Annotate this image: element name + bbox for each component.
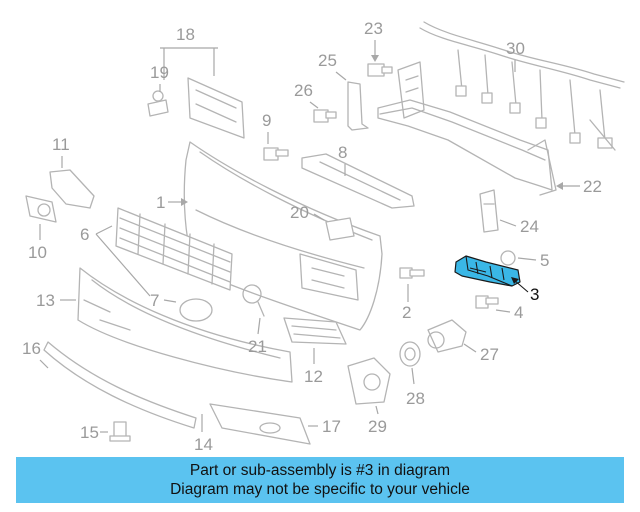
svg-text:9: 9 <box>262 111 271 130</box>
svg-text:27: 27 <box>480 345 499 364</box>
part-4-bolt <box>475 295 499 309</box>
svg-text:11: 11 <box>52 135 70 154</box>
part-9-bolt <box>263 147 289 161</box>
svg-text:12: 12 <box>304 367 323 386</box>
svg-text:25: 25 <box>318 51 337 70</box>
part-22-reinforcement-bar <box>377 61 557 196</box>
callout-8: 8 <box>338 143 347 176</box>
svg-text:22: 22 <box>583 177 602 196</box>
callout-9: 9 <box>262 111 271 144</box>
part-29-sensor-bracket <box>347 357 391 405</box>
callout-6: 6 <box>80 225 151 297</box>
callout-4: 4 <box>495 303 523 322</box>
callout-23: 23 <box>364 19 383 62</box>
svg-text:10: 10 <box>28 243 47 262</box>
callout-26: 26 <box>294 81 319 109</box>
part-5-clip <box>500 250 516 266</box>
svg-text:29: 29 <box>368 417 387 436</box>
part-10-fog-clip <box>25 195 57 223</box>
part-24-bracket <box>479 189 499 233</box>
part-18-license-bracket <box>187 77 245 139</box>
part-12-fog-grille <box>283 317 347 345</box>
part-20-tow-cap <box>325 217 355 241</box>
svg-text:14: 14 <box>194 435 213 454</box>
callout-2: 2 <box>402 284 411 322</box>
callout-22: 22 <box>556 177 602 196</box>
info-banner: Part or sub-assembly is #3 in diagram Di… <box>16 457 624 503</box>
callout-27: 27 <box>463 343 499 364</box>
part-19-clip <box>147 90 169 117</box>
callout-11: 11 <box>52 135 70 168</box>
callout-25: 25 <box>318 51 347 81</box>
part-30-wiring-harness <box>419 21 625 151</box>
svg-text:1: 1 <box>156 193 165 212</box>
svg-text:6: 6 <box>80 225 89 244</box>
callout-28: 28 <box>406 367 425 408</box>
part-15-clip <box>109 421 131 442</box>
callout-21: 21 <box>248 317 267 356</box>
svg-text:24: 24 <box>520 217 539 236</box>
svg-text:20: 20 <box>290 203 309 222</box>
part-6-grille <box>115 207 233 291</box>
callout-13: 13 <box>36 291 76 310</box>
callout-3: 3 <box>511 277 539 304</box>
callout-14: 14 <box>194 414 213 454</box>
svg-text:2: 2 <box>402 303 411 322</box>
callout-12: 12 <box>304 348 323 386</box>
part-13-lower-cover <box>77 267 293 383</box>
part-8-upper-bracket <box>301 153 415 209</box>
part-27-parking-sensor <box>427 319 467 353</box>
callout-16: 16 <box>22 339 49 369</box>
banner-line-2: Diagram may not be specific to your vehi… <box>170 481 470 498</box>
svg-text:4: 4 <box>514 303 523 322</box>
svg-text:16: 16 <box>22 339 41 358</box>
svg-text:7: 7 <box>150 291 159 310</box>
part-26-bolt <box>313 109 337 123</box>
svg-text:18: 18 <box>176 25 195 44</box>
callout-30: 30 <box>506 39 525 72</box>
callout-29: 29 <box>368 405 387 436</box>
svg-text:17: 17 <box>322 417 341 436</box>
svg-text:3: 3 <box>530 285 539 304</box>
svg-text:13: 13 <box>36 291 55 310</box>
svg-text:8: 8 <box>338 143 347 162</box>
part-7-emblem <box>179 298 213 322</box>
part-28-sensor-ring <box>399 341 421 367</box>
callout-1: 1 <box>156 193 188 212</box>
svg-text:15: 15 <box>80 423 99 442</box>
part-16-trim-strip <box>43 341 197 429</box>
part-17-lower-trim <box>209 403 311 445</box>
part-11-side-bracket <box>49 169 95 209</box>
svg-text:23: 23 <box>364 19 383 38</box>
banner-line-1: Part or sub-assembly is #3 in diagram <box>189 462 451 479</box>
part-25-bracket <box>347 81 369 131</box>
svg-text:28: 28 <box>406 389 425 408</box>
svg-text:26: 26 <box>294 81 313 100</box>
svg-text:30: 30 <box>506 39 525 58</box>
part-23-bolt <box>367 63 393 77</box>
callout-7: 7 <box>150 291 177 310</box>
part-21-ring <box>242 284 265 317</box>
part-2-screw <box>399 267 425 279</box>
part-3-highlighted-bracket <box>454 255 521 287</box>
callout-24: 24 <box>499 217 539 236</box>
parts-diagram: 30 22 23 25 26 <box>22 19 625 454</box>
callout-10: 10 <box>28 224 47 262</box>
callout-18: 18 <box>160 25 218 80</box>
svg-text:5: 5 <box>540 251 549 270</box>
callout-17: 17 <box>308 417 341 436</box>
svg-text:19: 19 <box>150 63 169 82</box>
callout-15: 15 <box>80 423 108 442</box>
callout-5: 5 <box>517 251 549 270</box>
callout-19: 19 <box>150 63 169 92</box>
callout-20: 20 <box>290 203 325 222</box>
svg-text:21: 21 <box>248 337 267 356</box>
